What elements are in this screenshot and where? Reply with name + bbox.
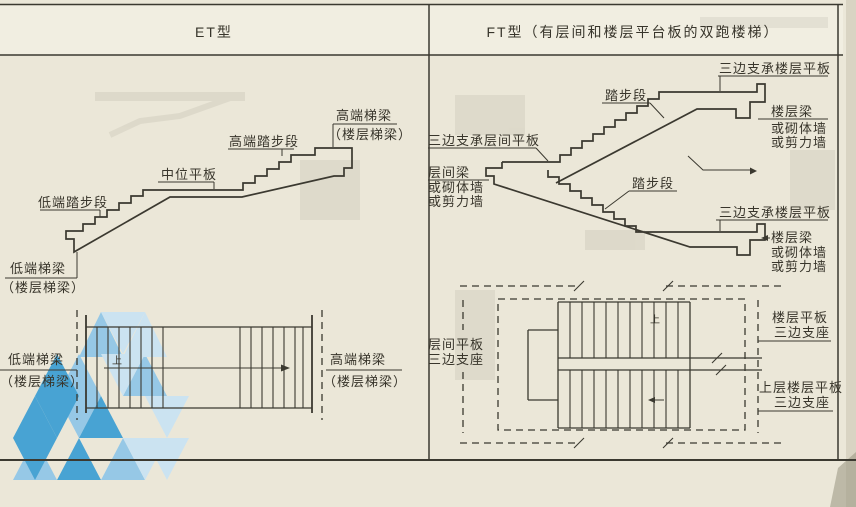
label-low-beam: 低端梯梁 — [10, 261, 66, 276]
header-band — [0, 5, 843, 55]
left-plan-high-beam: 高端梯梁 — [330, 352, 386, 367]
right-plan-floor-plate-1: 楼层平板 — [772, 310, 828, 325]
label-mid-plate-right: 三边支承层间平板 — [428, 133, 540, 148]
label-floor-beam-top-3: 或剪力墙 — [771, 135, 827, 150]
left-plan-low-beam-paren: （楼层梯梁） — [0, 374, 84, 389]
label-low-run: 低端踏步段 — [38, 195, 108, 210]
left-stair-profile-outline — [65, 147, 353, 254]
left-profile-leaders — [5, 123, 397, 279]
label-high-beam-paren: （楼层梯梁） — [328, 127, 412, 142]
label-floor-plate-bottom: 三边支承楼层平板 — [719, 205, 831, 220]
right-profile-leaders — [428, 75, 828, 239]
right-soffit-arrow — [750, 167, 757, 175]
left-panel-title: ET型 — [195, 24, 233, 40]
label-mid-beam-2: 或砌体墙 — [428, 180, 484, 195]
bleed-through-ghost — [95, 17, 835, 380]
right-plan-walk-arrow — [648, 397, 655, 403]
right-plan-upper-floor-1: 上层楼层平板 — [759, 380, 843, 395]
left-plan-low-beam: 低端梯梁 — [8, 352, 64, 367]
label-mid-beam-3: 或剪力墙 — [428, 194, 484, 209]
label-floor-beam-top-2: 或砌体墙 — [771, 121, 827, 136]
page-edge — [846, 0, 856, 507]
label-floor-beam-bot-2: 或砌体墙 — [771, 245, 827, 260]
right-plan-floor-plate-2: 三边支座 — [774, 325, 830, 340]
right-plan-up-mark: 上 — [650, 314, 660, 326]
right-plan-upper-floor-2: 三边支座 — [774, 395, 830, 410]
label-floor-beam-bot-1: 楼层梁 — [771, 230, 813, 245]
left-plan-high-beam-paren: （楼层梯梁） — [323, 374, 407, 389]
label-floor-beam-bot-3: 或剪力墙 — [771, 259, 827, 274]
right-lower-flight-outline — [485, 162, 766, 256]
right-plan-mid-plate-1: 层间平板 — [428, 337, 484, 352]
left-plan-view: 上 低端梯梁 （楼层梯梁） 高端梯梁 （楼层梯梁） — [0, 310, 407, 420]
right-plan-treads-top — [569, 302, 679, 358]
label-mid-beam-1: 层间梁 — [428, 165, 470, 180]
label-mid-plate: 中位平板 — [161, 167, 217, 182]
table-frame — [0, 3, 856, 461]
corner-shadow — [830, 452, 856, 507]
label-run-bottom: 踏步段 — [632, 176, 674, 191]
label-low-beam-paren: （楼层梯梁） — [1, 280, 85, 295]
label-high-run: 高端踏步段 — [229, 134, 299, 149]
right-plan-mid-plate-2: 三边支座 — [428, 352, 484, 367]
right-upper-flight-outline — [502, 83, 766, 184]
label-floor-beam-top-1: 楼层梁 — [771, 104, 813, 119]
right-panel-title: FT型（有层间和楼层平台板的双跑楼梯） — [486, 24, 779, 40]
label-run-top: 踏步段 — [605, 88, 647, 103]
left-plan-walk-arrow — [281, 364, 290, 372]
right-plan-view: 上 层间平板 三边支座 楼层平板 三边支座 上层楼层平板 三边支座 — [428, 280, 843, 449]
right-beam-arrow — [761, 235, 768, 241]
label-high-beam: 高端梯梁 — [336, 108, 392, 123]
left-plan-up-mark: 上 — [112, 355, 122, 367]
label-floor-plate-top: 三边支承楼层平板 — [719, 61, 831, 76]
